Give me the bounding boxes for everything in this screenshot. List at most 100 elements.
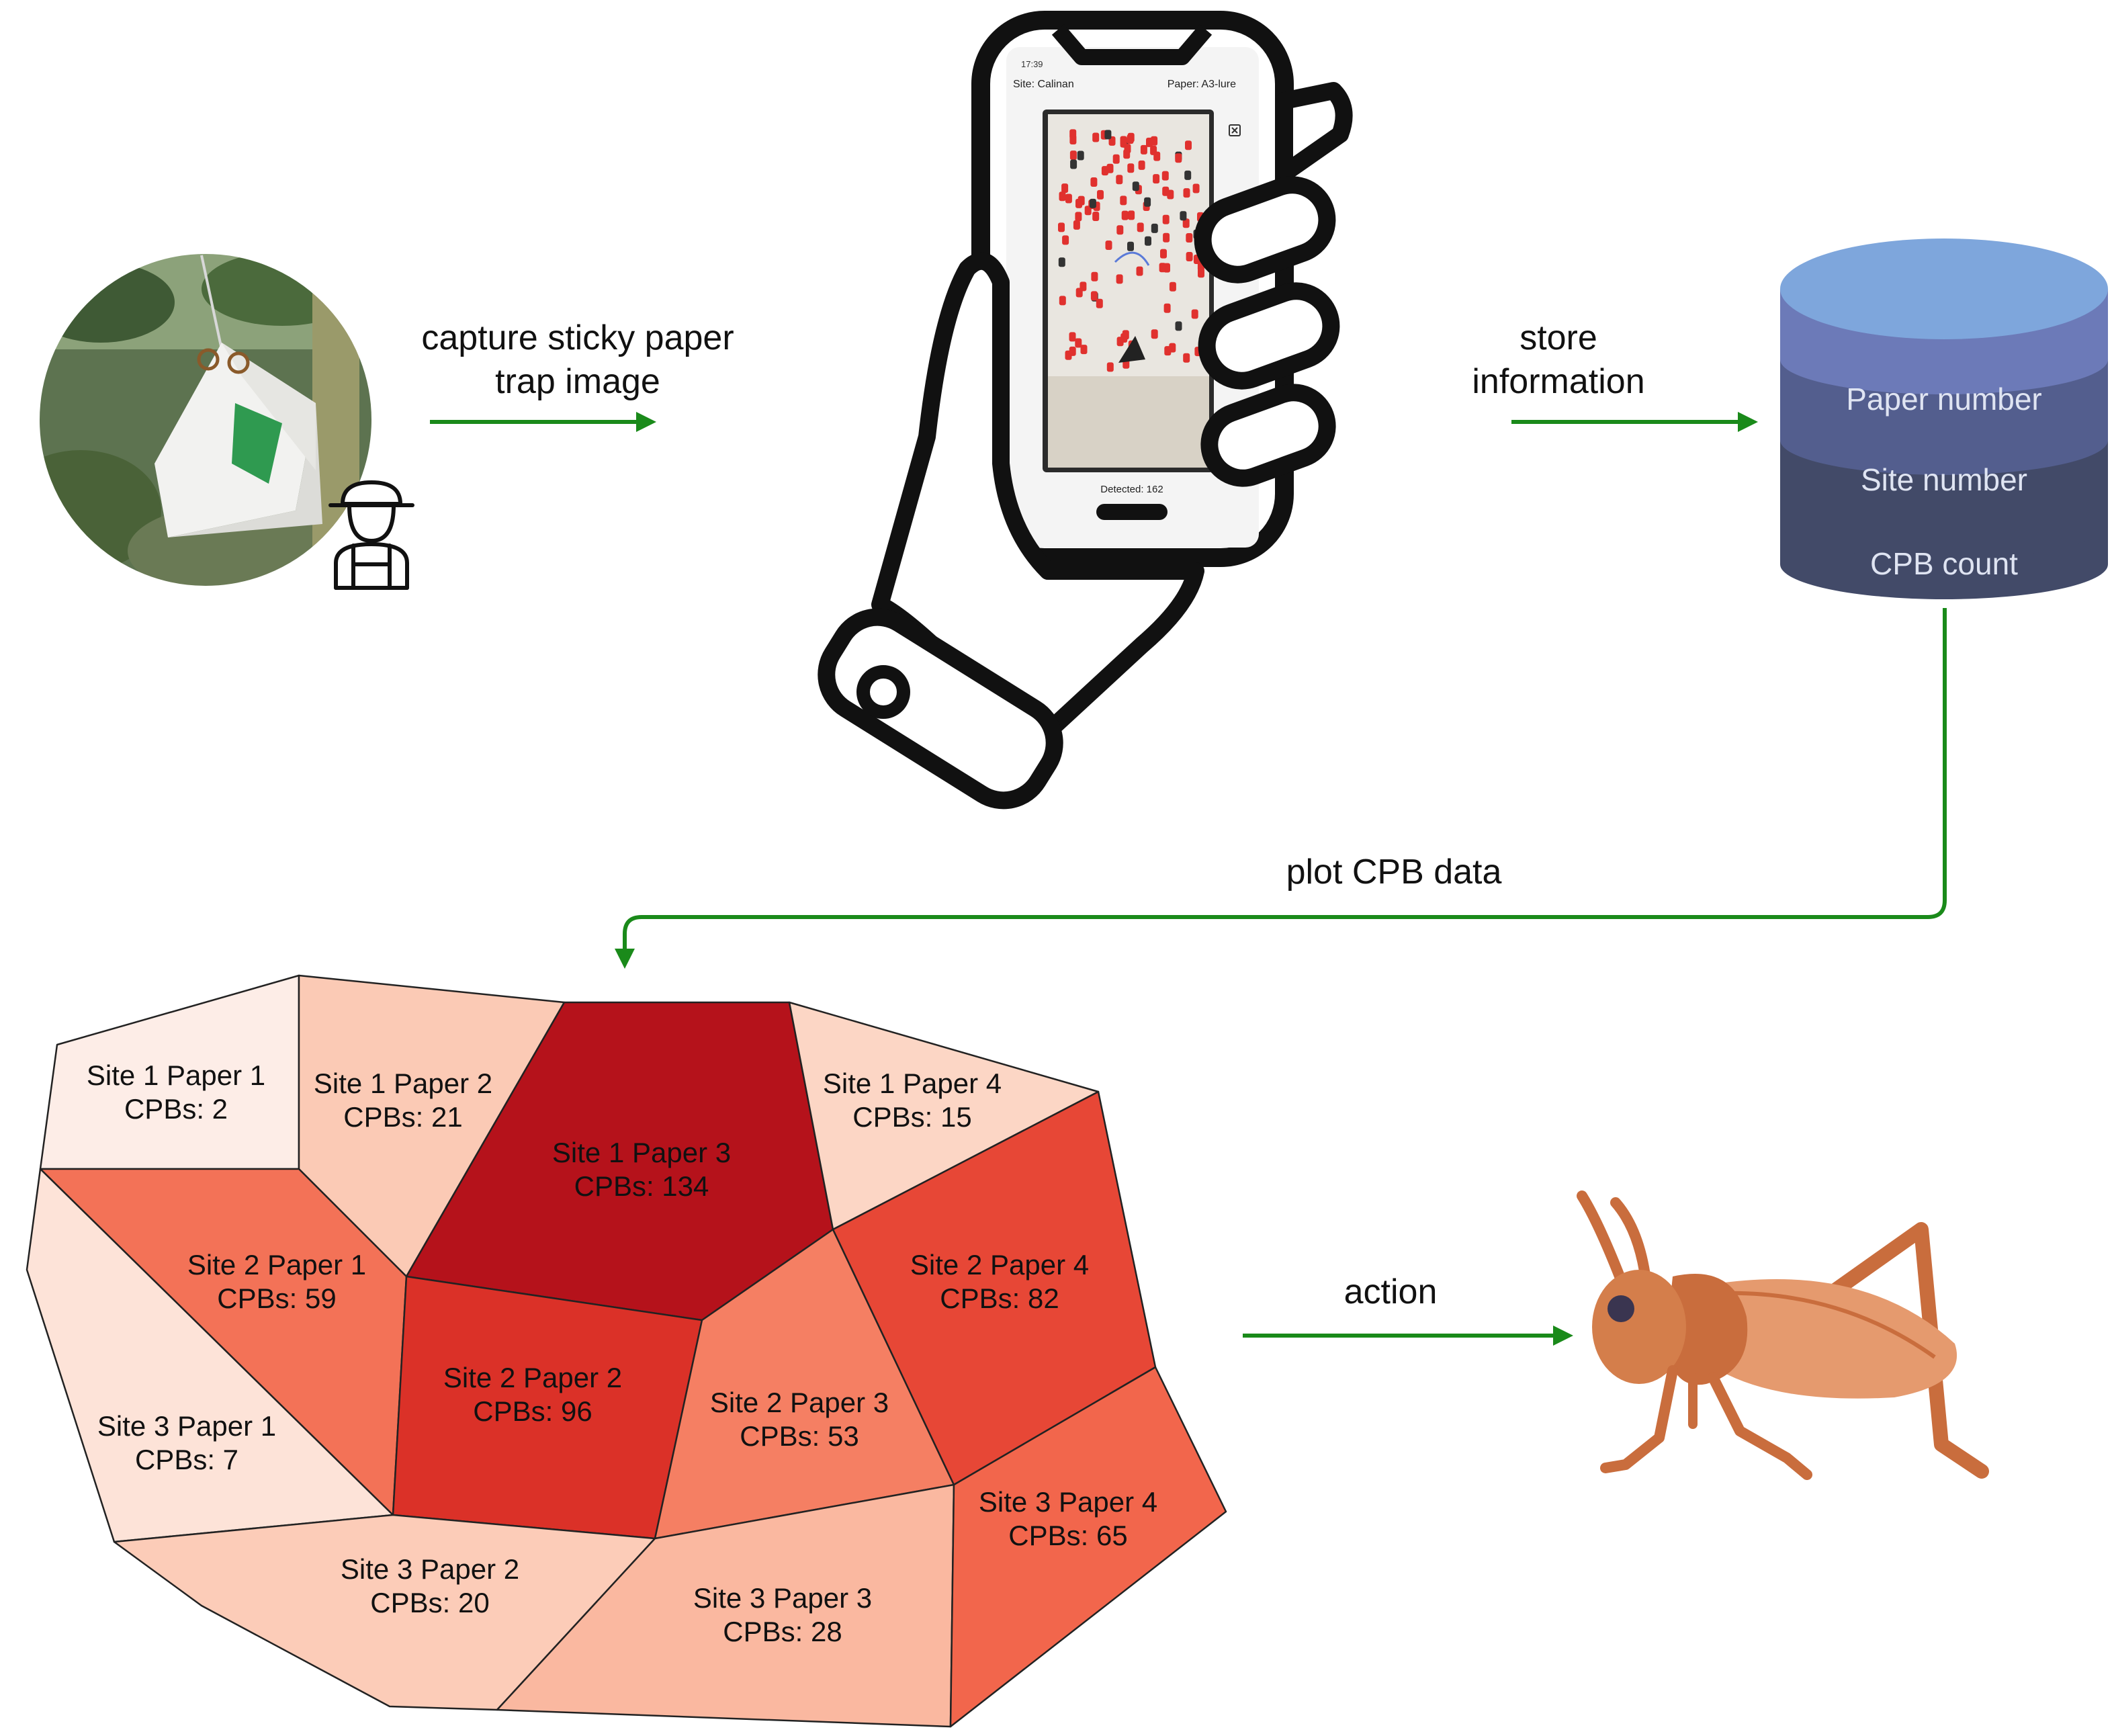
map-cell-label: Site 1 Paper 3 <box>552 1137 731 1168</box>
detection-mark <box>1075 288 1083 298</box>
detection-mark <box>1116 274 1123 284</box>
detection-mark <box>1136 266 1143 276</box>
detection-mark <box>1146 137 1153 147</box>
detection-mark <box>1145 236 1151 246</box>
detection-mark <box>1183 188 1190 198</box>
phone-time: 17:39 <box>1021 59 1043 69</box>
detection-mark <box>1075 212 1082 222</box>
phone-paper: Paper: A3-lure <box>1168 79 1236 90</box>
detection-mark <box>1163 303 1171 313</box>
detection-mark <box>1138 160 1145 170</box>
detection-mark <box>1162 186 1170 196</box>
detection-mark <box>1059 296 1066 306</box>
detection-mark <box>1175 321 1182 331</box>
detection-mark <box>1092 212 1100 221</box>
detection-mark <box>1061 183 1069 193</box>
detection-mark <box>1077 196 1085 206</box>
detection-mark <box>1065 193 1072 204</box>
phone-home-button[interactable] <box>1096 504 1168 520</box>
svg-text:information: information <box>1472 362 1644 401</box>
map-cell-label: Site 3 Paper 4 <box>979 1486 1157 1518</box>
cpb-map-labels: Site 1 Paper 1 CPBs: 2 Site 1 Paper 2 CP… <box>87 1059 1157 1647</box>
detection-mark <box>1151 329 1158 339</box>
map-cell-count: CPBs: 134 <box>574 1170 709 1202</box>
detection-mark <box>1075 338 1082 348</box>
detection-mark <box>1105 241 1112 250</box>
map-cell-label: Site 3 Paper 1 <box>97 1410 276 1442</box>
detection-mark <box>1151 223 1158 233</box>
detection-mark <box>1140 144 1147 155</box>
detection-mark <box>1192 183 1200 193</box>
detection-mark <box>1160 249 1167 259</box>
detection-mark <box>1089 198 1096 208</box>
map-cell-label: Site 2 Paper 3 <box>710 1387 889 1418</box>
detection-mark <box>1112 154 1120 164</box>
db-field-paper-number: Paper number <box>1846 382 2042 417</box>
detection-mark <box>1077 150 1084 161</box>
capture-label: capture sticky paper trap image <box>421 318 734 401</box>
trap-photo <box>38 253 373 587</box>
detection-mark <box>1090 177 1098 187</box>
detection-mark <box>1161 171 1169 181</box>
detection-mark <box>1097 189 1104 200</box>
detection-mark <box>1080 345 1088 355</box>
close-icon[interactable] <box>1229 124 1241 136</box>
detection-mark <box>1069 346 1076 356</box>
svg-text:store: store <box>1520 318 1597 357</box>
detection-mark <box>1070 159 1077 169</box>
action-label: action <box>1344 1272 1438 1311</box>
map-cell-count: CPBs: 28 <box>723 1616 842 1647</box>
detection-mark <box>1191 309 1198 319</box>
detection-mark <box>1116 175 1123 185</box>
cpb-map <box>26 974 1227 1728</box>
detection-mark <box>1180 211 1187 221</box>
phone-in-hand-icon: 17:39 Site: Calinan Paper: A3-lure Detec… <box>818 11 1353 810</box>
detection-mark <box>1106 362 1114 372</box>
map-cell-count: CPBs: 20 <box>370 1587 489 1618</box>
farmer-icon <box>328 480 414 590</box>
detection-mark <box>1159 263 1166 273</box>
detection-mark <box>1127 163 1135 173</box>
map-cell-count: CPBs: 96 <box>473 1395 592 1427</box>
detection-mark <box>1106 163 1114 173</box>
detection-mark <box>1120 196 1127 206</box>
db-field-cpb-count: CPB count <box>1870 546 2018 581</box>
map-cell-label: Site 2 Paper 4 <box>910 1249 1089 1281</box>
detection-mark <box>1120 136 1127 146</box>
detection-mark <box>1069 135 1077 144</box>
map-cell-label: Site 2 Paper 1 <box>187 1249 366 1281</box>
detection-mark <box>1073 220 1080 230</box>
phone-detected: Detected: 162 <box>1100 484 1163 495</box>
cocoa-pod-borer-icon <box>1577 1190 1989 1480</box>
detection-mark <box>1153 174 1160 184</box>
detection-mark <box>1198 268 1204 278</box>
db-field-site-number: Site number <box>1861 462 2027 497</box>
detection-mark <box>1062 235 1069 245</box>
detection-mark <box>1104 130 1112 140</box>
map-cell-label: Site 3 Paper 3 <box>693 1582 872 1614</box>
database-icon: Paper number Site number CPB count <box>1780 238 2108 599</box>
map-cell-label: Site 3 Paper 2 <box>341 1553 519 1585</box>
detection-mark <box>1153 151 1161 161</box>
detection-mark <box>1137 222 1144 232</box>
detection-mark <box>1186 233 1193 243</box>
detection-mark <box>1116 225 1124 235</box>
map-cell-label: Site 1 Paper 4 <box>823 1068 1002 1099</box>
detection-mark <box>1058 222 1065 232</box>
map-cell-label: Site 1 Paper 1 <box>87 1059 265 1091</box>
detection-mark <box>1163 232 1170 243</box>
map-cell-count: CPBs: 53 <box>740 1420 858 1452</box>
detection-mark <box>1101 166 1108 176</box>
detection-mark <box>1059 191 1066 202</box>
detection-mark <box>1186 252 1193 261</box>
detection-mark <box>1164 346 1172 356</box>
detection-mark <box>1127 241 1134 251</box>
map-cell-count: CPBs: 21 <box>343 1101 462 1133</box>
plot-arrow <box>615 608 1947 969</box>
detection-mark <box>1069 332 1076 342</box>
detection-mark <box>1127 134 1134 144</box>
detection-mark <box>1121 210 1129 220</box>
detection-mark <box>1182 218 1190 228</box>
map-cell <box>949 1366 1227 1728</box>
